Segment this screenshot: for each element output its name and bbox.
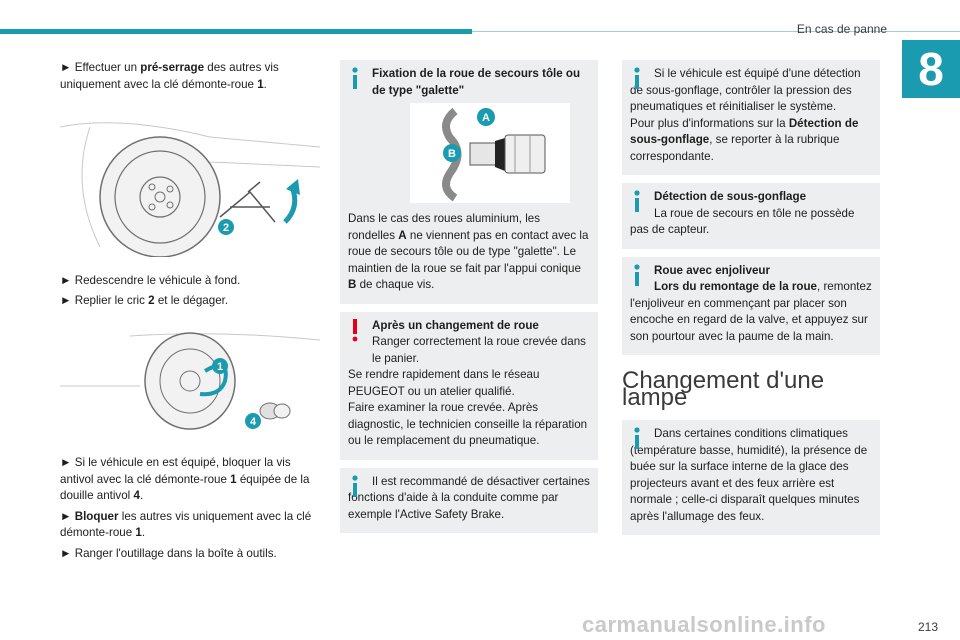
box-line: Pour plus d'informations sur la Détectio… — [630, 116, 859, 163]
box-line: Faire examiner la roue crevée. Après dia… — [348, 401, 588, 447]
box-title: Détection de sous-gonflage — [654, 190, 807, 203]
box-line: Ranger correctement la roue crevée dans … — [372, 335, 586, 365]
info-icon — [634, 263, 640, 286]
watermark: carmanualsonline.info — [582, 612, 826, 637]
box-line: Si le véhicule est équipé d'une détectio… — [630, 67, 861, 113]
column-middle: Fixation de la roue de secours tôle ou d… — [340, 60, 598, 541]
box-text: Dans certaines conditions climatiques (t… — [630, 427, 868, 523]
box-text: Lors du remontage de la roue, remontez l… — [630, 280, 872, 343]
step-lower-vehicle: ► Redescendre le véhicule à fond. — [60, 273, 241, 287]
box-body: Dans le cas des roues aluminium, les ron… — [348, 212, 589, 291]
figure-label-4: 4 — [250, 416, 257, 428]
info-box-underinflation: Si le véhicule est équipé d'une détectio… — [622, 60, 880, 175]
page-number: 213 — [917, 620, 938, 634]
step-store-tools: ► Ranger l'outillage dans la boîte à out… — [60, 546, 277, 560]
section-title: En cas de panne — [796, 22, 887, 36]
box-text: Il est recommandé de désactiver certaine… — [348, 474, 590, 521]
info-box-wheel-trim: Roue avec enjoliveur Lors du remontage d… — [622, 256, 880, 355]
header-accent-bar — [0, 29, 472, 34]
column-right: Si le véhicule est équipé d'une détectio… — [622, 60, 880, 543]
chapter-number: 8 — [902, 40, 960, 98]
step-antitheft-screw: ► Si le véhicule en est équipé, bloquer … — [60, 456, 310, 502]
step-fold-jack: ► Replier le cric 2 et le dégager. — [60, 294, 229, 307]
box-title: Roue avec enjoliveur — [654, 263, 770, 277]
figure-label-2: 2 — [223, 222, 229, 234]
figure-label-b: B — [448, 148, 456, 160]
column-left: ► Effectuer un pré-serrage des autres vi… — [59, 60, 321, 566]
info-box-driving-aids: Il est recommandé de désactiver certaine… — [340, 467, 598, 533]
screw-washer-illustration: A B — [410, 103, 570, 203]
box-title: Après un changement de roue — [372, 318, 539, 332]
section-heading: Changement d'une lampe — [622, 367, 825, 411]
info-box-spare-wheel-fixing: Fixation de la roue de secours tôle ou d… — [340, 60, 598, 304]
step-lock-screws: ► Bloquer les autres vis uniquement avec… — [60, 509, 312, 540]
info-icon — [634, 427, 640, 449]
warning-box-after-wheel-change: Après un changement de roue Ranger corre… — [340, 311, 598, 460]
info-box-condensation: Dans certaines conditions climatiques (t… — [622, 420, 880, 535]
warning-icon — [352, 318, 358, 341]
info-icon — [634, 190, 640, 212]
box-title: Fixation de la roue de secours tôle ou d… — [372, 67, 581, 97]
info-icon — [352, 474, 358, 497]
step-preserrage: ► Effectuer un pré-serrage des autres vi… — [60, 61, 279, 91]
jack-lowering-illustration: 2 — [59, 122, 321, 258]
header-rule — [472, 31, 960, 32]
box-text: La roue de secours en tôle ne possède pa… — [630, 206, 855, 237]
info-icon — [352, 67, 358, 89]
info-icon — [634, 67, 640, 89]
box-line: Se rendre rapidement dans le réseau PEUG… — [348, 368, 540, 398]
wheel-key-illustration: 1 4 — [60, 331, 321, 430]
info-box-underinflation-detection: Détection de sous-gonflage La roue de se… — [622, 183, 880, 249]
figure-label-a: A — [482, 112, 490, 124]
figure-label-1: 1 — [217, 361, 223, 373]
